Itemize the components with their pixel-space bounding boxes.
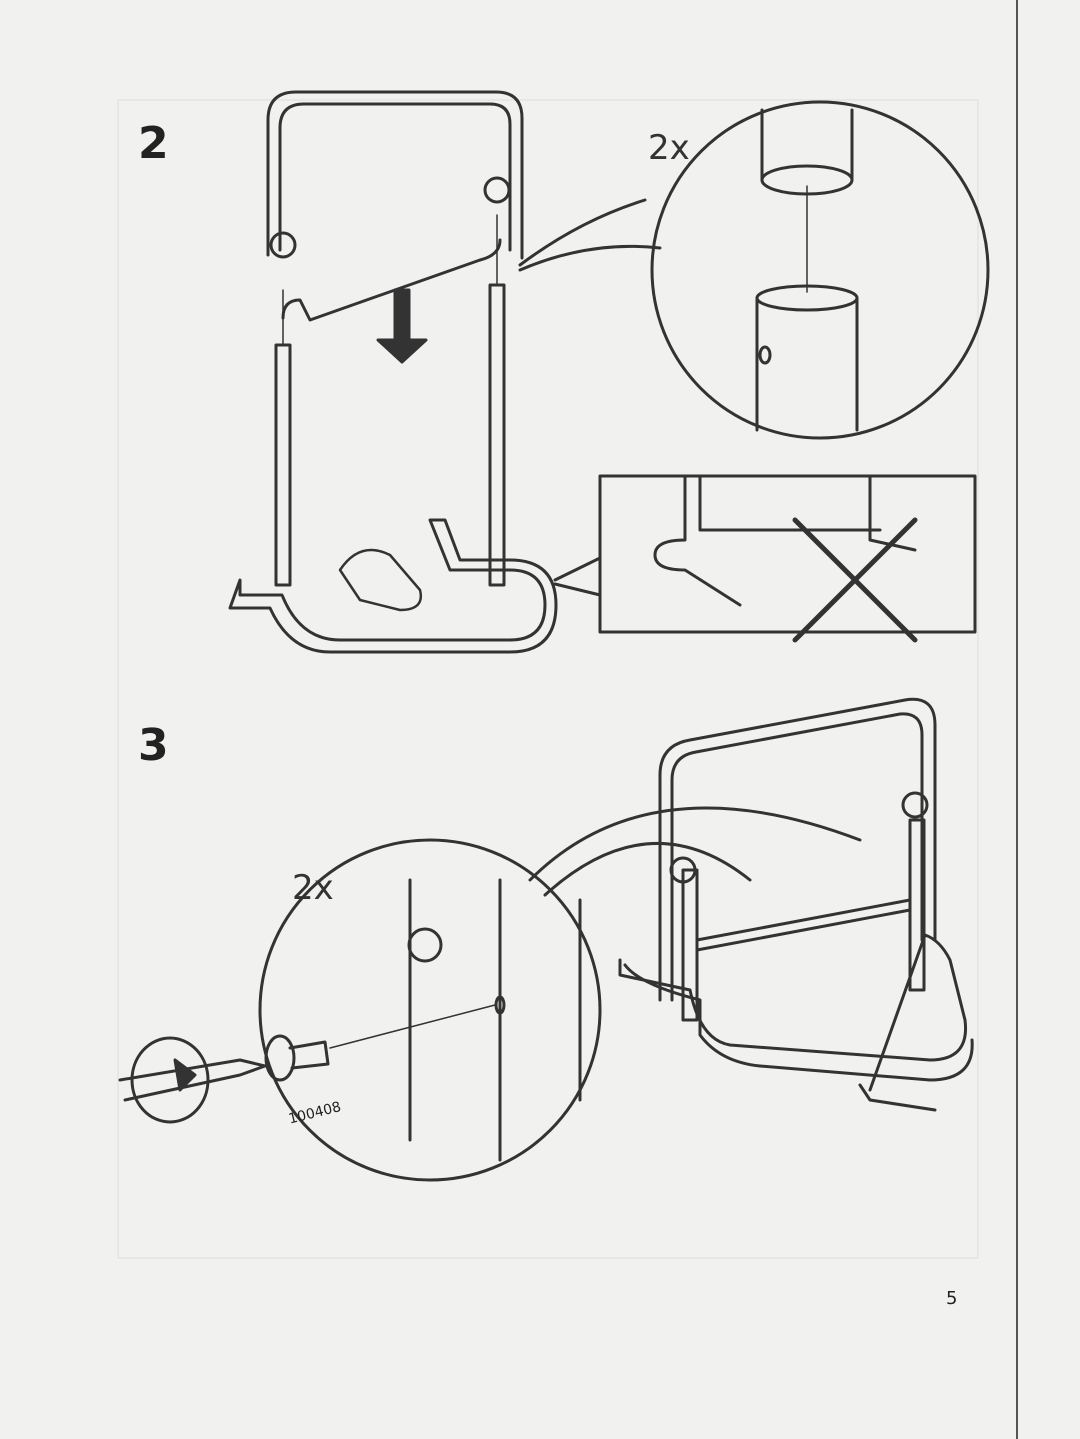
step-3-number: 3 <box>138 720 169 771</box>
step-2-number: 2 <box>138 118 169 169</box>
step3-detail-circle <box>258 806 862 1182</box>
page-edge <box>1016 0 1018 1439</box>
step2-detail-circle <box>518 100 990 440</box>
screw-drawing <box>264 1034 330 1082</box>
step3-frame-drawing <box>618 697 974 1112</box>
step-3-quantity: 2x <box>292 868 334 908</box>
page-number: 5 <box>946 1288 958 1309</box>
step-2-quantity: 2x <box>648 128 690 168</box>
step2-wrong-detail-box <box>553 474 977 643</box>
step2-frame-drawing <box>228 90 558 654</box>
screwdriver-drawing <box>118 1036 267 1124</box>
